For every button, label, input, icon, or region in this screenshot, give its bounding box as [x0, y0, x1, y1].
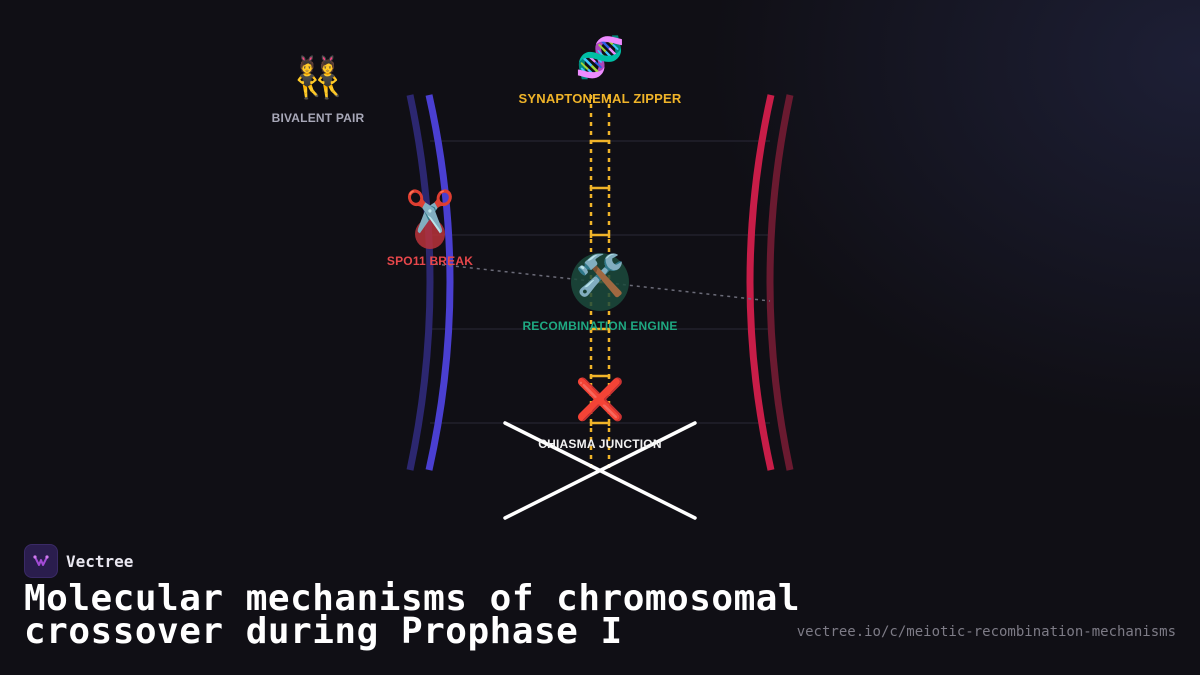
- spo11-marker: [415, 219, 445, 249]
- zipper-rung: [589, 139, 611, 144]
- chromatid-blue-inner: [406, 94, 434, 471]
- page-title: Molecular mechanisms of chromosomal cros…: [24, 578, 801, 652]
- scissors-icon: ✂️: [405, 189, 455, 235]
- cross-mark-icon: ❌: [575, 377, 625, 423]
- vectree-logo-icon: [24, 544, 58, 578]
- zipper-rung: [589, 233, 611, 238]
- zipper-rung: [589, 186, 611, 191]
- zipper-rung: [589, 374, 611, 379]
- repair-path: [434, 263, 771, 302]
- chiasma-junction-label: CHIASMA JUNCTION: [538, 437, 662, 451]
- dancers-icon: 👯: [293, 55, 343, 101]
- crossover-x: [503, 421, 697, 520]
- spo11-break-label: SPO11 BREAK: [386, 254, 474, 268]
- crossover-line: [503, 421, 697, 520]
- zipper-rung: [589, 327, 611, 332]
- brand[interactable]: Vectree: [24, 544, 133, 578]
- page-url[interactable]: vectree.io/c/meiotic-recombination-mecha…: [796, 624, 1176, 640]
- synaptonemal-zipper-label: SYNAPTONEMAL ZIPPER: [518, 91, 682, 106]
- tools-icon: 🛠️: [575, 253, 625, 299]
- chromatid-blue-outer: [425, 94, 454, 471]
- recombination-engine-label: RECOMBINATION ENGINE: [522, 319, 678, 333]
- bivalent-pair-label: BIVALENT PAIR: [271, 111, 365, 125]
- zipper-rung: [589, 421, 611, 426]
- chromatid-red-inner: [766, 94, 794, 471]
- engine-halo: [571, 253, 629, 311]
- dna-icon: 🧬: [575, 35, 625, 81]
- chromatid-red-outer: [746, 94, 775, 471]
- brand-name: Vectree: [66, 551, 134, 571]
